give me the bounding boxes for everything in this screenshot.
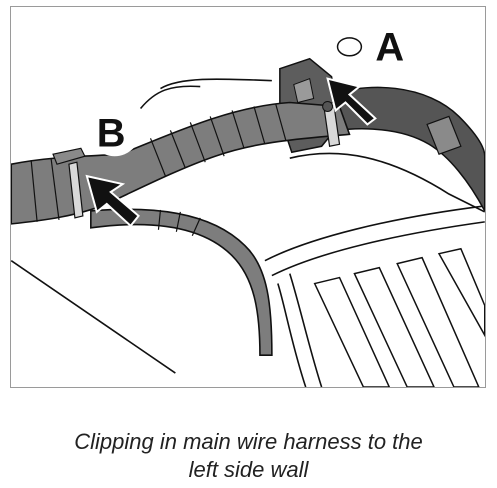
harness-right-tube [308, 86, 485, 212]
louver-slots [313, 247, 485, 387]
figure-caption: Clipping in main wire harness to the lef… [0, 428, 497, 484]
arrow-b [85, 174, 140, 228]
tube-clamp [426, 115, 462, 155]
arrow-a [326, 77, 377, 126]
caption-line-2: left side wall [188, 457, 309, 482]
label-a-disc [365, 22, 414, 71]
side-wall-panel [11, 78, 485, 387]
mounting-hole [336, 37, 363, 57]
label-b-disc [88, 104, 141, 157]
callout-b: B [97, 111, 126, 155]
clip-a-band [322, 101, 341, 147]
harness-illustration: A B [10, 6, 486, 388]
callout-a: A [375, 26, 404, 70]
clip-b [52, 147, 86, 219]
harness-branch-lower [90, 208, 273, 356]
harness-tape-wraps [30, 104, 287, 222]
caption-line-1: Clipping in main wire harness to the [74, 429, 423, 454]
